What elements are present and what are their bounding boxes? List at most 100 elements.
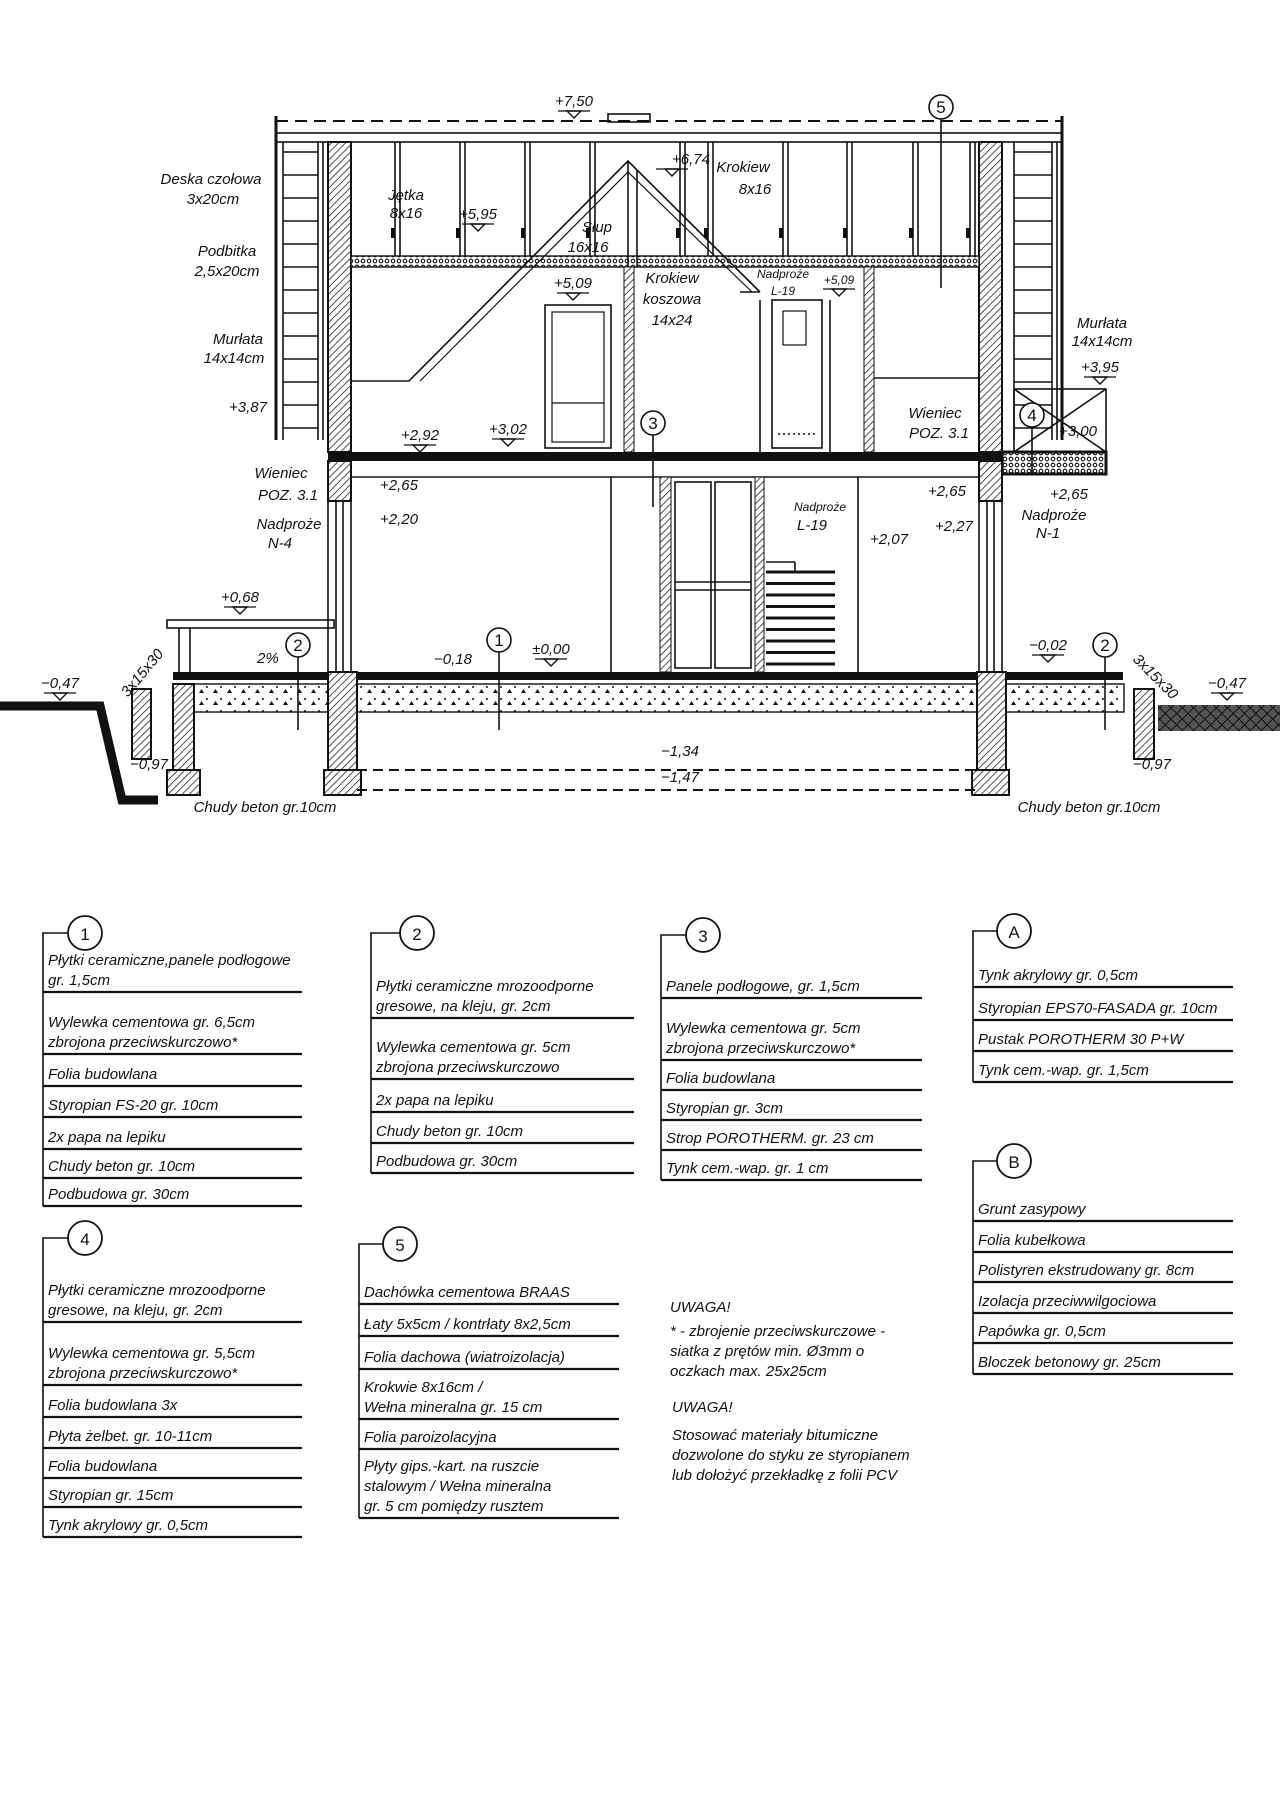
legend-row-text: Styropian EPS70-FASADA gr. 10cm — [978, 1000, 1218, 1017]
elevation-marker-icon — [1039, 654, 1057, 663]
legend-row-text: Styropian FS-20 gr. 10cm — [48, 1097, 218, 1114]
legend-id: 2 — [412, 925, 421, 944]
legend-row-text: Wylewka cementowa gr. 5,5cm — [48, 1345, 255, 1362]
legend-row-text: Łaty 5x5cm / kontrłaty 8x2,5cm — [364, 1316, 571, 1333]
label-deska-size: 3x20cm — [187, 191, 240, 208]
legend-row-text: Pustak POROTHERM 30 P+W — [978, 1031, 1185, 1048]
legend-row-text: gr. 1,5cm — [48, 972, 110, 989]
legend-row-text: Bloczek betonowy gr. 25cm — [978, 1354, 1161, 1371]
terrain-left — [0, 701, 158, 805]
elevation-marker-icon — [411, 444, 429, 453]
legend-id: A — [1008, 923, 1020, 942]
section-marker-m5 — [928, 94, 954, 120]
attic-partition — [863, 266, 875, 453]
legend-row-text: Izolacja przeciwwilgociowa — [978, 1293, 1156, 1310]
legend-row-text: Folia kubełkowa — [978, 1232, 1086, 1249]
elevation-marker-icon — [469, 223, 487, 232]
label-elev-674: +6,74 — [672, 151, 710, 168]
note-line: lub dołożyć przekładkę z folii PCV — [672, 1467, 899, 1484]
label-elev-265-a: +2,65 — [380, 477, 419, 494]
label-elev-300: +3,00 — [1059, 423, 1098, 440]
attic-door-right — [771, 299, 823, 449]
label-elev-265-b: +2,65 — [928, 483, 967, 500]
terrain-right — [1158, 705, 1280, 731]
note-line: Stosować materiały bitumiczne — [672, 1427, 878, 1444]
legend-row-text: Wylewka cementowa gr. 5cm — [376, 1039, 571, 1056]
legend-row-text: Folia budowlana — [48, 1458, 157, 1475]
label-slup: Słup — [582, 219, 612, 236]
section-marker-label: 1 — [494, 631, 503, 650]
elevation-marker-icon — [663, 168, 681, 177]
legend-marker — [685, 917, 721, 953]
footing-terrace — [166, 769, 201, 796]
label-elev-595: +5,95 — [459, 206, 498, 223]
label-murlata-l: Murłata — [213, 331, 263, 348]
step-wall-left — [131, 688, 152, 760]
foundation-wall-main-right — [976, 671, 1007, 771]
label-nadproze-m-size: L-19 — [797, 517, 828, 534]
section-marker-label: 4 — [1027, 406, 1036, 425]
elevation-marker-icon — [542, 658, 560, 667]
note-2: UWAGA!Stosować materiały bitumicznedozwo… — [672, 1399, 910, 1484]
label-nadproze-top: Nadproże — [757, 267, 809, 281]
legend-id: 1 — [80, 925, 89, 944]
staircase — [766, 561, 835, 666]
legend-row-text: gresowe, na kleju, gr. 2cm — [48, 1302, 223, 1319]
section-marker-m3 — [640, 410, 666, 436]
elevation-marker-icon — [1091, 376, 1109, 385]
elevation-marker-icon — [564, 292, 582, 301]
legend-row-text: Chudy beton gr. 10cm — [48, 1158, 195, 1175]
legend-row-text: Strop POROTHERM. gr. 23 cm — [666, 1130, 874, 1147]
legend-row-text: gr. 5 cm pomiędzy rusztem — [364, 1498, 544, 1515]
foundation-wall-main-left — [327, 671, 358, 771]
elevation-marker-icon — [231, 606, 249, 615]
legend-row-text: zbrojona przeciwskurczowo — [375, 1059, 559, 1076]
label-elev-068: +0,68 — [221, 589, 260, 606]
legend-row-text: Tynk akrylowy gr. 0,5cm — [978, 967, 1138, 984]
label-nadproze-r: Nadproże — [1021, 507, 1086, 524]
label-elev-509-a: +5,09 — [554, 275, 593, 292]
glass-door — [674, 481, 752, 669]
elevation-marker-icon — [1218, 692, 1236, 701]
legend-row-text: Tynk cem.-wap. gr. 1 cm — [666, 1160, 829, 1177]
legend-row-text: Płytki ceramiczne,panele podłogowe — [48, 952, 291, 969]
legend-row-text: Styropian gr. 15cm — [48, 1487, 173, 1504]
label-krokiew-k-size: 14x24 — [652, 312, 693, 329]
section-marker-m2_l — [285, 632, 311, 658]
eave-cladding — [282, 142, 1058, 440]
label-murlata-l-size: 14x14cm — [204, 350, 265, 367]
legend-row-text: Wełna mineralna gr. 15 cm — [364, 1399, 542, 1416]
legend-row-text: zbrojona przeciwskurczowo* — [665, 1040, 856, 1057]
legend-row-text: Krokwie 8x16cm / — [364, 1379, 484, 1396]
label-chudy-l: Chudy beton gr.10cm — [194, 799, 337, 816]
section-marker-label: 3 — [648, 414, 657, 433]
legend-row-text: stalowym / Wełna mineralna — [364, 1478, 551, 1495]
label-nadproze-r-size: N-1 — [1036, 525, 1060, 542]
label-elev-220: +2,20 — [380, 511, 419, 528]
label-krokiew: Krokiew — [716, 159, 771, 176]
label-krokiew-size: 8x16 — [739, 181, 772, 198]
elevation-marker-icon — [565, 110, 583, 119]
footing-main-right — [971, 769, 1010, 796]
label-wieniec-r-poz: POZ. 3.1 — [909, 425, 969, 442]
note-line: * - zbrojenie przeciwskurczowe - — [670, 1323, 885, 1340]
roof-slab — [275, 132, 1063, 143]
label-jetka: Jętka — [387, 187, 424, 204]
elevation-marker-icon — [51, 692, 69, 701]
label-slope: 2% — [256, 650, 279, 667]
label-elev-750: +7,50 — [555, 93, 594, 110]
label-elev-227: +2,27 — [935, 518, 974, 535]
label-elev-265-c: +2,65 — [1050, 486, 1089, 503]
legend-row-text: Folia paroizolacyjna — [364, 1429, 497, 1446]
legend-id: B — [1008, 1153, 1019, 1172]
label-elev-302: +3,02 — [489, 421, 528, 438]
label-elev-m134: −1,34 — [661, 743, 699, 760]
legend-row-text: Wylewka cementowa gr. 6,5cm — [48, 1014, 255, 1031]
label-krokiew-k: Krokiew — [645, 270, 700, 287]
